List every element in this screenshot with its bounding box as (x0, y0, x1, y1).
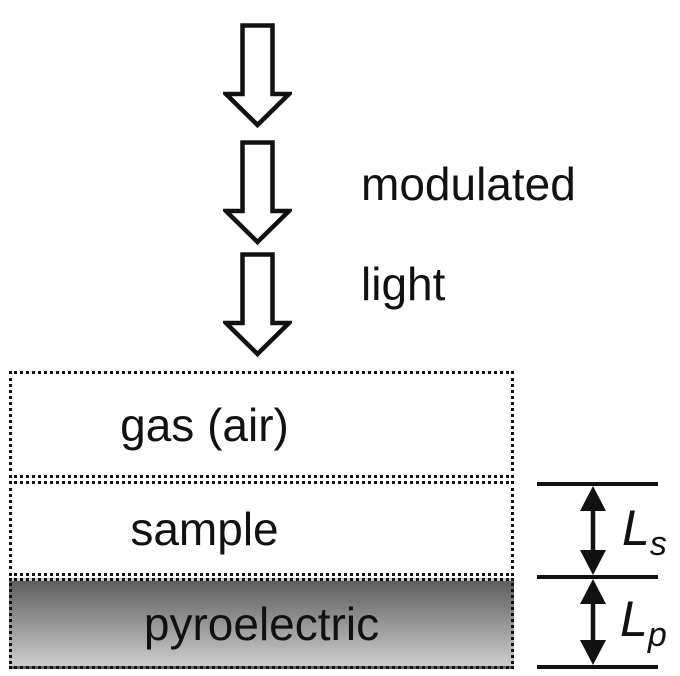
sample-thickness-label: Ls (622, 503, 667, 561)
dimension-line-sample-top (537, 482, 658, 486)
dimension-line-pyro-bottom (537, 665, 658, 669)
pyroelectric-layer-box: pyroelectric (9, 578, 514, 669)
dimension-symbol: L (622, 500, 650, 556)
gas-layer-label: gas (air) (120, 398, 289, 451)
dimension-subscript: p (647, 616, 667, 654)
down-arrow-icon (223, 140, 292, 245)
gas-layer-box: gas (air) (9, 371, 514, 478)
dimension-symbol: L (620, 591, 648, 647)
modulated-light-label-line2: light (361, 258, 446, 310)
down-arrow-icon (223, 23, 292, 128)
double-arrow-icon (580, 579, 606, 665)
dimension-line-sample-bottom (537, 575, 658, 579)
pyroelectric-thickness-label: Lp (620, 594, 667, 652)
pyroelectric-layer-label: pyroelectric (143, 597, 380, 650)
modulated-light-label-line1: modulated (361, 158, 576, 210)
sample-layer-box: sample (9, 481, 514, 576)
sample-layer-label: sample (130, 502, 279, 555)
double-arrow-icon (580, 486, 606, 575)
dimension-subscript: s (649, 525, 667, 563)
down-arrow-icon (223, 252, 292, 357)
